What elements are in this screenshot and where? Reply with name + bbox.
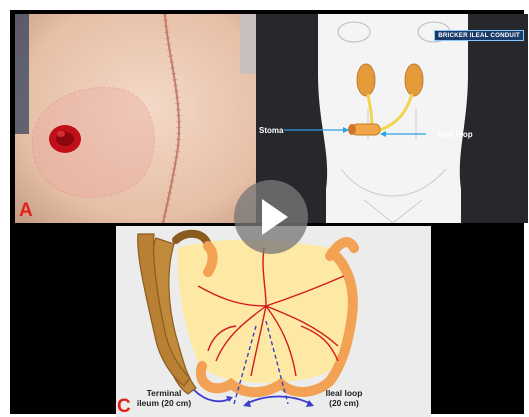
terminal-ileum-label: Terminal ileum (20 cm) [134, 388, 194, 408]
loop-label-line2: (20 cm) [329, 398, 359, 408]
ileal-loop-label: Ileal loop [438, 130, 473, 139]
terminal-label-line1: Terminal [147, 388, 182, 398]
play-icon [234, 180, 308, 254]
panel-a-stoma-photo: A [15, 14, 256, 223]
terminal-label-line2: ileum (20 cm) [137, 398, 191, 408]
stoma-photo-illustration [15, 14, 256, 223]
panel-c-letter: C [117, 396, 131, 417]
ileal-loop-length-label: Ileal loop (20 cm) [316, 388, 372, 408]
loop-label-line1: Ileal loop [326, 388, 363, 398]
stoma-label: Stoma [259, 126, 283, 135]
play-button[interactable] [234, 180, 308, 254]
conduit-title-badge: BRICKER ILEAL CONDUIT [434, 30, 524, 41]
panel-a-letter: A [19, 200, 33, 222]
panel-c-bowel-diagram: C Terminal ileum (20 cm) Ileal loop (20 … [116, 226, 431, 417]
